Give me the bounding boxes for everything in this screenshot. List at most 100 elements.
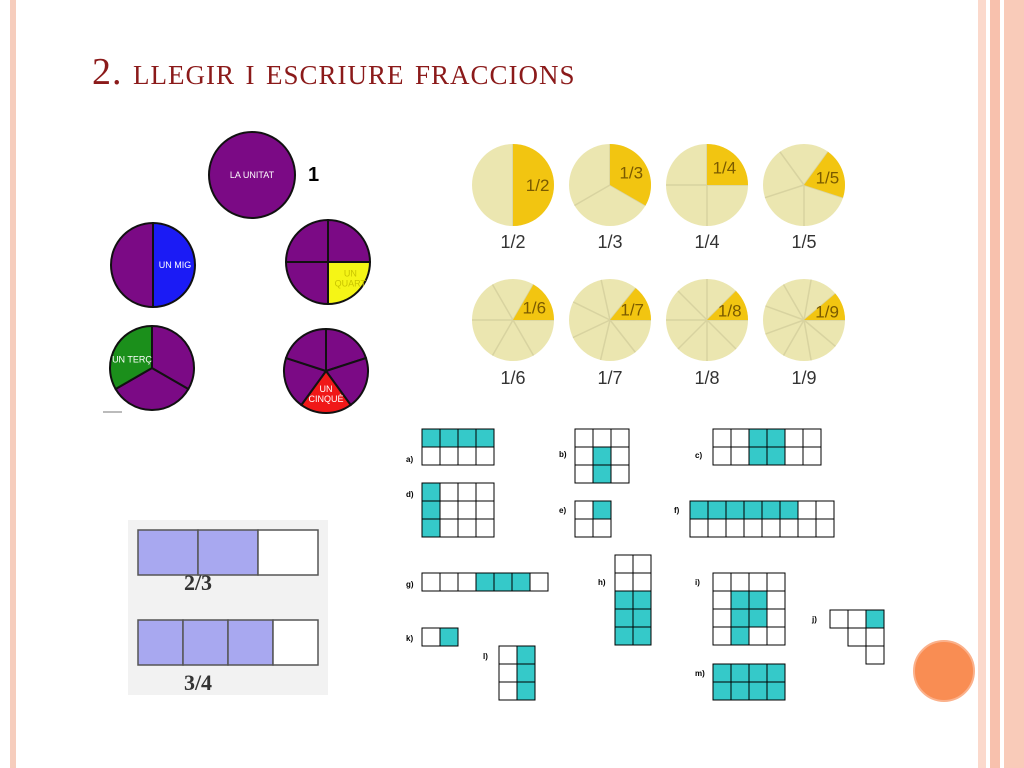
pie-caption: 1/2 xyxy=(500,232,525,252)
grid-label: f) xyxy=(674,506,680,515)
pie-divider xyxy=(706,319,737,350)
grid-cell xyxy=(475,446,495,466)
grid-cell xyxy=(439,572,459,592)
grid-cell xyxy=(610,446,630,466)
grid-cell xyxy=(815,500,835,520)
grid-cell xyxy=(766,608,786,628)
grid-cell xyxy=(847,627,867,647)
grid-cell xyxy=(421,446,441,466)
fraction-bar-caption: 2/3 xyxy=(184,570,212,595)
grid-cell xyxy=(748,428,768,448)
pie-divider xyxy=(572,301,611,321)
grid-cell xyxy=(457,428,477,448)
pie-1-6: 1/61/6 xyxy=(472,279,554,388)
grid-cell xyxy=(784,428,804,448)
pie-divider xyxy=(803,279,812,321)
circle-sector xyxy=(324,356,369,407)
circle-sector xyxy=(327,261,372,306)
circle-sector xyxy=(284,327,327,373)
fraction-bar-cell xyxy=(182,619,229,666)
decorative-orange-circle xyxy=(913,640,975,702)
grid-cell xyxy=(421,572,441,592)
grid-cell xyxy=(592,464,612,484)
grid-cell xyxy=(493,572,513,592)
right-border-stripe xyxy=(978,0,986,768)
grid-cell xyxy=(439,500,459,520)
grid-cell xyxy=(529,572,549,592)
label-line: UN xyxy=(320,384,333,394)
pie-1-4: 1/4 1/4 xyxy=(666,144,748,252)
grid-cell xyxy=(610,428,630,448)
fraction-bar-3-4: 3/4 xyxy=(137,619,319,695)
grid-cell xyxy=(730,572,750,592)
grid-cell xyxy=(730,626,750,646)
pie-caption: 1/4 xyxy=(694,232,719,252)
grid-cell xyxy=(421,518,441,538)
grid-label: k) xyxy=(406,634,413,643)
grid-cell xyxy=(730,681,750,701)
pie-divider xyxy=(609,319,636,353)
grid-cell xyxy=(574,446,594,466)
grid-cell xyxy=(475,428,495,448)
grid-cell xyxy=(784,446,804,466)
grid-cell xyxy=(614,626,634,646)
fraction-bar-caption: 3/4 xyxy=(184,670,212,695)
grid-label: m) xyxy=(695,669,705,678)
grid-c: c) xyxy=(695,428,822,466)
fraction-circle-label: UN MIG xyxy=(159,260,192,270)
grid-cell xyxy=(614,554,634,574)
grid-cell xyxy=(592,500,612,520)
pie-slice-label: 1/6 xyxy=(522,299,546,318)
grid-cell xyxy=(712,446,732,466)
grid-cell xyxy=(610,464,630,484)
circle-sector xyxy=(327,218,372,263)
fraction-bar-cell xyxy=(137,619,184,666)
circle-sector xyxy=(283,356,328,407)
grid-label: a) xyxy=(406,455,413,464)
grid-cell xyxy=(725,518,745,538)
grid-cell xyxy=(475,572,495,592)
grid-cell xyxy=(421,627,441,647)
grid-cell xyxy=(748,590,768,610)
grid-cell xyxy=(457,482,477,502)
grid-cell xyxy=(457,572,477,592)
fraction-bar-cell xyxy=(257,529,319,576)
grid-cell xyxy=(457,518,477,538)
grid-cell xyxy=(748,572,768,592)
grid-d: d) xyxy=(406,482,495,538)
pie-slice-label: 1/4 xyxy=(713,159,737,178)
grid-label: l) xyxy=(483,652,488,661)
grid-cell xyxy=(439,627,459,647)
label-line: CINQUÈ xyxy=(308,394,343,404)
grid-cell xyxy=(743,518,763,538)
pie-caption: 1/9 xyxy=(791,368,816,388)
right-border-stripe xyxy=(1004,0,1024,768)
grid-cell xyxy=(766,590,786,610)
grid-i: i) xyxy=(695,572,786,646)
grid-cell xyxy=(439,428,459,448)
right-border-stripe xyxy=(990,0,1000,768)
grid-cell xyxy=(574,518,594,538)
pie-highlight-slice xyxy=(804,293,845,320)
pie-slice-label: 1/8 xyxy=(718,302,742,321)
grid-cell xyxy=(748,663,768,683)
grid-cell xyxy=(457,500,477,520)
circle-sector xyxy=(152,221,196,309)
circle-sector xyxy=(299,369,353,414)
grid-cell xyxy=(614,608,634,628)
pie-caption: 1/5 xyxy=(791,232,816,252)
pie-1-8: 1/81/8 xyxy=(666,279,748,388)
grid-cell xyxy=(439,518,459,538)
grid-cell xyxy=(511,572,531,592)
grid-cell xyxy=(766,446,786,466)
grid-f: f) xyxy=(674,500,835,538)
pie-1-5: 1/51/5 xyxy=(763,144,845,252)
grid-cell xyxy=(730,663,750,683)
left-border-stripe xyxy=(10,0,16,768)
circle-sector xyxy=(151,324,195,391)
pie-highlight-slice xyxy=(513,284,554,320)
pie-slice-label: 1/9 xyxy=(815,303,839,322)
